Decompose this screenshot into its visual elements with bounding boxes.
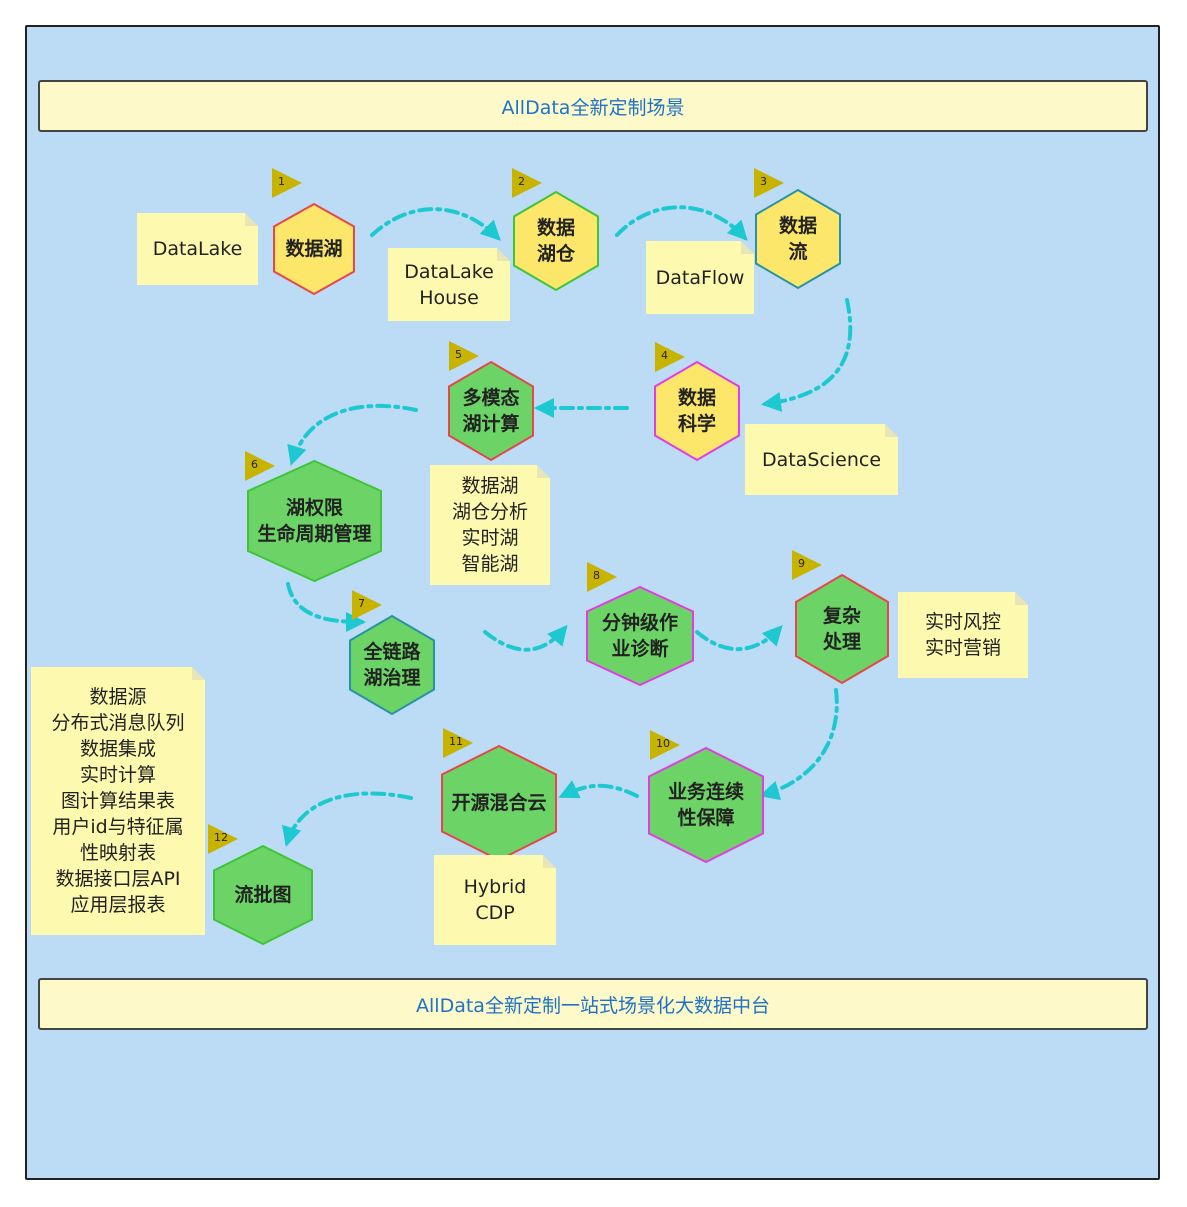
sticky-note-text: 数据湖 湖仓分析 实时湖 智能湖 [451,475,528,575]
arrow-2-3 [615,205,748,241]
step-2-flag-icon: 2 [512,168,544,198]
step-5-hexagon: 多模态 湖计算 [448,360,534,462]
footer-title: AllData全新定制一站式场景化大数据中台 [416,994,770,1017]
arrow-6-7 [286,582,366,632]
arrow-8-9 [695,625,783,652]
step-9-hexagon: 复杂 处理 [795,573,889,685]
step-6-label: 湖权限 生命周期管理 [257,497,372,545]
step-5-label: 多模态 湖计算 [462,387,520,435]
arrow-11-12 [282,791,413,847]
step-11-label: 开源混合云 [451,792,547,814]
step-6-hexagon: 湖权限 生命周期管理 [247,459,382,583]
step-9-number: 9 [798,557,805,570]
step-7-hexagon: 全链路 湖治理 [349,614,435,716]
step-8-flag-icon: 8 [587,562,619,592]
step-10-number: 10 [656,737,670,750]
sticky-note-text: 实时风控 实时营销 [924,611,1001,659]
sticky-note-text: DataScience [761,448,882,471]
step-3-hexagon: 数据 流 [755,188,841,290]
step-12-number: 12 [214,831,228,844]
step-9-flag-icon: 9 [792,550,824,580]
step-8-hexagon: 分钟级作 业诊断 [586,585,694,687]
step-2-label: 数据 湖仓 [536,217,575,265]
header-banner: AllData全新定制场景 [38,80,1148,132]
step-5-number: 5 [455,348,462,361]
step-10-label: 业务连续 性保障 [667,781,744,829]
step-3-number: 3 [760,175,767,188]
sticky-note-6: 实时风控 实时营销 [898,592,1028,678]
sticky-note-text: DataLake House [404,260,494,309]
step-3-flag-icon: 3 [754,168,786,198]
step-8-label: 分钟级作 业诊断 [601,612,678,660]
sticky-note-text: Hybrid CDP [463,876,527,924]
step-7-flag-icon: 7 [352,590,384,620]
step-7-label: 全链路 湖治理 [363,641,421,689]
arrow-10-11 [558,780,639,799]
step-6-flag-icon: 6 [245,451,277,481]
sticky-note-5: 数据湖 湖仓分析 实时湖 智能湖 [430,465,550,585]
step-6-number: 6 [251,458,258,471]
step-1-label: 数据湖 [285,238,343,260]
step-5-flag-icon: 5 [449,341,481,371]
step-3-label: 数据 流 [778,215,817,263]
arrow-5-6 [287,403,418,466]
arrow-7-8 [483,624,568,652]
sticky-note-4: DataScience [745,424,898,495]
sticky-note-2: DataLake House [388,248,510,321]
step-7-number: 7 [358,597,365,610]
sticky-note-text: DataLake [152,238,243,260]
sticky-note-3: DataFlow [646,241,754,314]
step-9-label: 复杂 处理 [822,605,861,653]
step-10-flag-icon: 10 [650,730,682,760]
arrow-1-2 [370,207,501,241]
step-1-flag-icon: 1 [272,168,304,198]
step-4-number: 4 [661,349,668,362]
step-4-flag-icon: 4 [655,342,687,372]
step-4-label: 数据 科学 [677,387,716,435]
footer-banner: AllData全新定制一站式场景化大数据中台 [38,978,1148,1030]
step-1-hexagon: 数据湖 [273,202,355,296]
step-2-hexagon: 数据 湖仓 [513,190,599,292]
step-1-number: 1 [278,175,285,188]
sticky-note-text: DataFlow [655,266,745,289]
arrow-9-10 [759,688,839,801]
header-title: AllData全新定制场景 [501,96,685,119]
step-8-number: 8 [593,569,600,582]
step-11-number: 11 [449,735,463,748]
sticky-note-7: Hybrid CDP [434,855,556,945]
step-11-flag-icon: 11 [443,728,475,758]
sticky-note-1: DataLake [137,213,258,285]
step-12-label: 流批图 [234,884,292,906]
sticky-note-8: 数据源 分布式消息队列 数据集成 实时计算 图计算结果表 用户id与特征属 性映… [31,667,205,935]
step-12-flag-icon: 12 [208,824,240,854]
step-10-hexagon: 业务连续 性保障 [648,746,764,864]
step-4-hexagon: 数据 科学 [654,360,740,462]
step-12-hexagon: 流批图 [213,844,313,946]
sticky-note-text: 数据源 分布式消息队列 数据集成 实时计算 图计算结果表 用户id与特征属 性映… [51,686,185,916]
arrow-3-4 [761,298,853,412]
step-2-number: 2 [518,175,525,188]
step-11-hexagon: 开源混合云 [441,744,557,862]
